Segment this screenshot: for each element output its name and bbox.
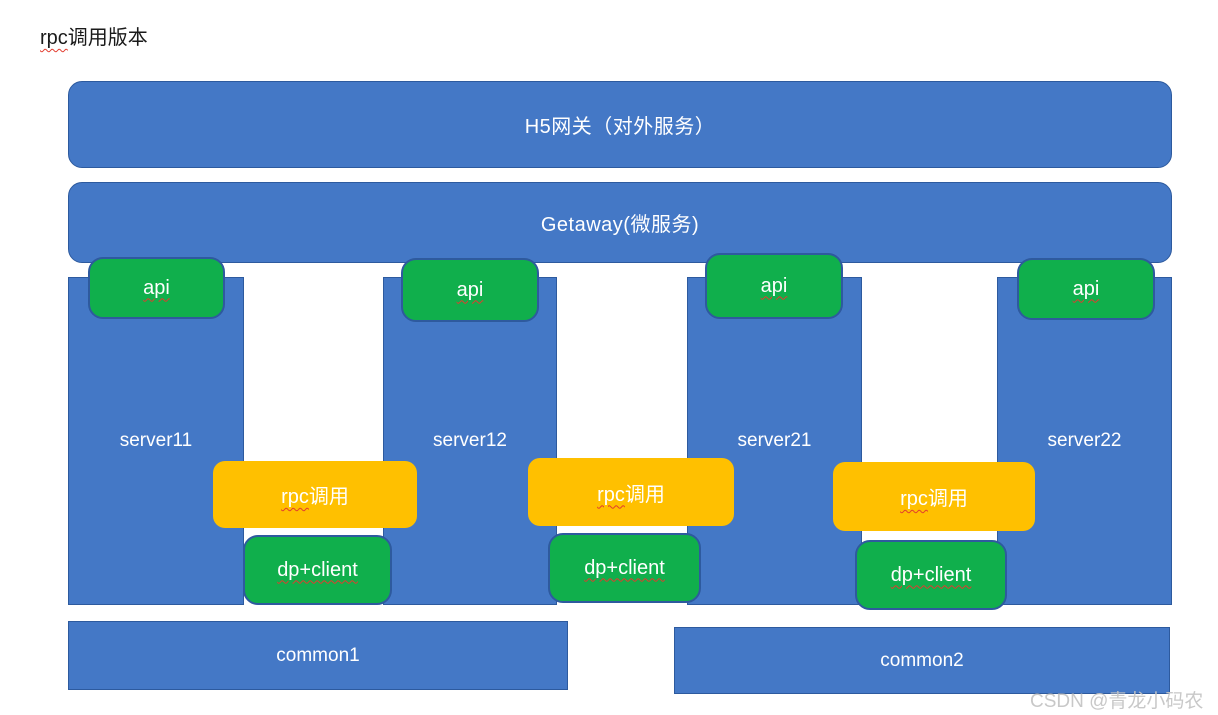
server12-box: server12 [383,277,557,605]
api-box-2: api [401,258,539,322]
rpc-call-box-1-label: rpc调用 [281,480,349,509]
api-box-3: api [705,253,843,319]
server12-label: server12 [433,430,507,451]
dp-client-box-2: dp+client [548,533,701,603]
rpc-call-box-3-underlined: rpc [900,488,928,510]
common2-label: common2 [880,649,964,671]
server21-label: server21 [737,430,812,451]
microservice-gateway-box: Getaway(微服务) [68,182,1172,263]
rpc-call-box-1-rest: 调用 [308,486,349,508]
page-title: rpc调用版本 [40,21,148,50]
server21-box: server21 [687,277,862,605]
h5-gateway-box: H5网关（对外服务） [68,81,1172,168]
dp-client-box-1-label: dp+client [277,558,358,581]
api-box-1: api [88,257,225,319]
rpc-call-box-1-underlined: rpc [281,486,309,508]
rpc-call-box-3-label: rpc调用 [900,482,968,511]
server11-box: server11 [68,277,244,605]
rpc-call-box-1: rpc调用 [213,461,417,528]
dp-client-box-3: dp+client [855,540,1007,610]
dp-client-box-2-label: dp+client [584,556,665,579]
dp-client-box-1: dp+client [243,535,392,605]
microservice-gateway-label: Getaway(微服务) [540,214,700,236]
common2-box: common2 [674,627,1170,694]
page-title-underlined: rpc [40,27,68,49]
common1-box: common1 [68,621,568,690]
page-title-rest: 调用版本 [67,27,148,49]
dp-client-box-3-label: dp+client [890,563,972,586]
rpc-call-box-3-rest: 调用 [927,488,968,510]
server22-label: server22 [1047,430,1122,451]
rpc-call-box-2-underlined: rpc [597,483,625,506]
api-box-4: api [1017,258,1155,320]
server22-box: server22 [997,277,1172,605]
api-box-1-label: api [143,276,170,299]
server11-label: server11 [119,430,193,451]
api-box-2-label: api [456,278,484,301]
rpc-call-box-2-label: rpc调用 [597,478,665,507]
api-box-3-label: api [760,274,788,297]
csdn-watermark: CSDN @青龙小码农 [1030,691,1204,712]
rpc-call-box-2-rest: 调用 [624,483,665,506]
common1-label: common1 [276,644,360,666]
rpc-call-box-3: rpc调用 [833,462,1035,531]
h5-gateway-label: H5网关（对外服务） [524,116,716,138]
api-box-4-label: api [1072,277,1100,300]
rpc-call-box-2: rpc调用 [528,458,734,526]
